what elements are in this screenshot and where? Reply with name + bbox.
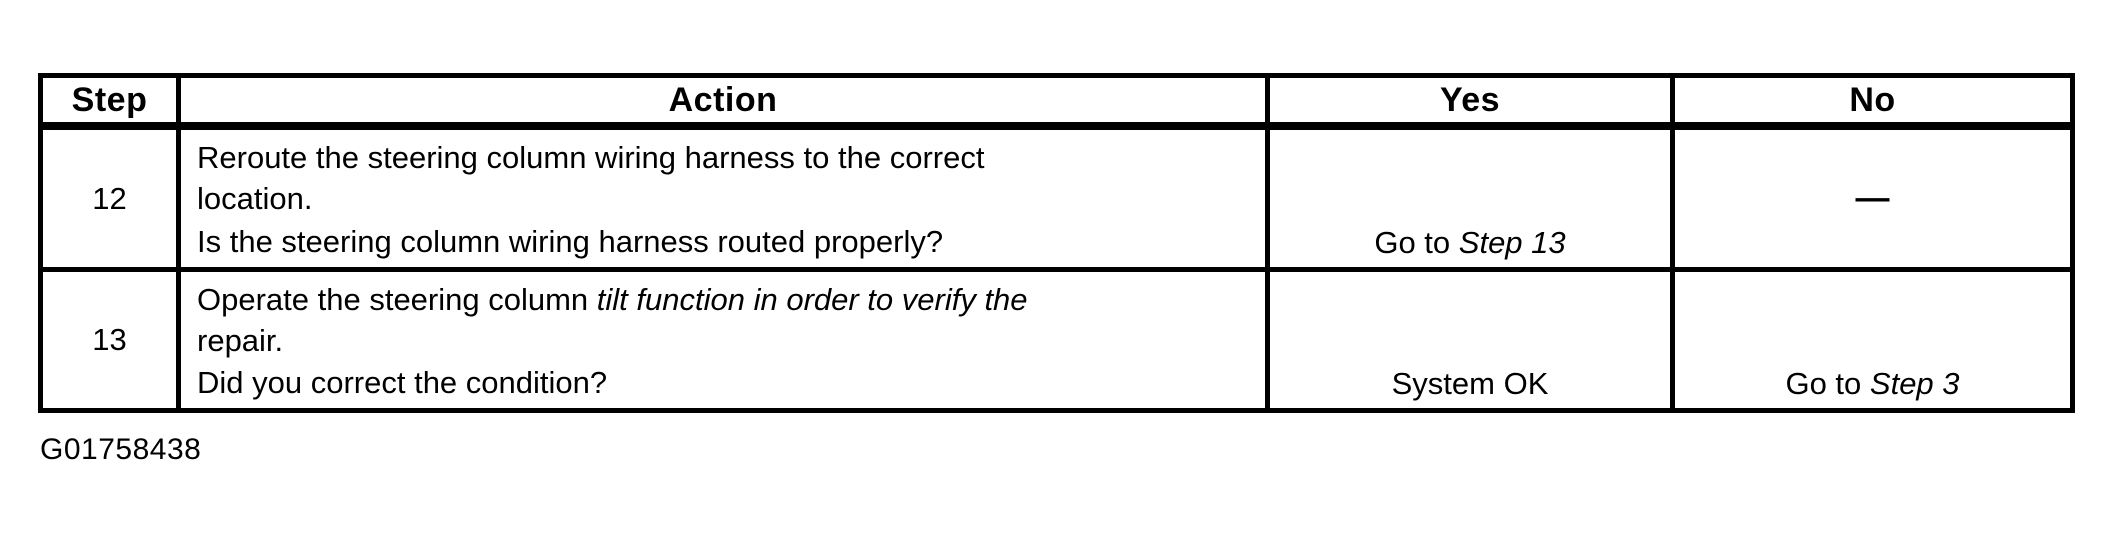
no-result-cell: Go to Step 3	[1675, 272, 2070, 408]
action-cell: Operate the steering column tilt functio…	[181, 272, 1270, 408]
action-text-line: Did you correct the condition?	[197, 362, 1251, 403]
action-question: Is the steering column wiring harness ro…	[197, 221, 1251, 262]
text-segment: Step 13	[1458, 225, 1566, 260]
column-header-step: Step	[43, 78, 181, 130]
column-header-no: No	[1675, 78, 2070, 130]
diagnostic-table: Step Action Yes No 12 Reroute the steerin…	[38, 73, 2075, 413]
action-text-line: Operate the steering column tilt functio…	[197, 279, 1251, 320]
action-text-line: Is the steering column wiring harness ro…	[197, 221, 1251, 262]
text-segment: Operate the steering column	[197, 282, 597, 317]
no-result-cell-text: —	[1856, 179, 1890, 218]
text-segment: location.	[197, 181, 313, 216]
step-number-cell: 13	[43, 272, 181, 408]
yes-result-cell: System OK	[1270, 272, 1675, 408]
text-segment: Go to	[1785, 366, 1870, 401]
yes-result-cell: Go to Step 13	[1270, 130, 1675, 272]
action-text-line: repair.	[197, 320, 1251, 361]
text-segment: Is the steering column wiring harness ro…	[197, 224, 944, 259]
action-text-line: Reroute the steering column wiring harne…	[197, 137, 1251, 178]
text-segment: System OK	[1391, 366, 1549, 401]
text-segment: Did you correct the condition?	[197, 365, 608, 400]
text-segment: Reroute the steering column wiring harne…	[197, 140, 985, 175]
action-statement: Reroute the steering column wiring harne…	[197, 137, 1251, 219]
action-question: Did you correct the condition?	[197, 362, 1251, 403]
action-text-line: location.	[197, 178, 1251, 219]
column-header-yes: Yes	[1270, 78, 1675, 130]
text-segment: tilt function in order to verify the	[596, 282, 1028, 317]
no-result-cell: —	[1675, 130, 2070, 272]
step-number-cell: 12	[43, 130, 181, 272]
column-header-action: Action	[181, 78, 1270, 130]
text-segment: —	[1855, 179, 1890, 217]
no-result-cell-text: Go to Step 3	[1785, 366, 1959, 402]
yes-result-cell-text: Go to Step 13	[1374, 225, 1565, 261]
text-segment: repair.	[197, 323, 284, 358]
yes-result-cell-text: System OK	[1392, 366, 1549, 402]
figure-id: G01758438	[40, 433, 202, 466]
text-segment: Step 3	[1869, 366, 1960, 401]
action-statement: Operate the steering column tilt functio…	[197, 279, 1251, 361]
action-cell: Reroute the steering column wiring harne…	[181, 130, 1270, 272]
text-segment: Go to	[1374, 225, 1459, 260]
